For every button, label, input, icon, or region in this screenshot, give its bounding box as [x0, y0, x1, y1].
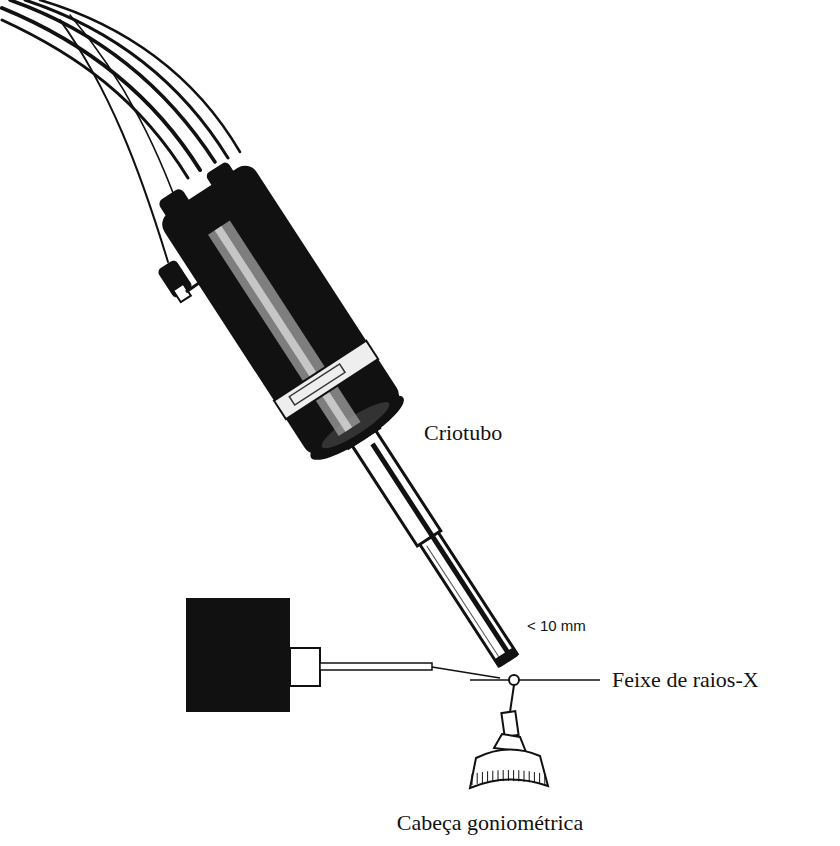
dial-tick	[477, 773, 478, 784]
dial-tick	[534, 772, 535, 783]
dial-tick	[508, 770, 509, 781]
dial-tick	[524, 771, 525, 782]
xray-beam	[470, 679, 600, 681]
dial-tick	[482, 772, 483, 783]
part-label: Feixe de raios-X	[612, 667, 759, 692]
dimension-label: < 10 mm	[527, 617, 586, 634]
dial-tick	[529, 771, 530, 782]
part-label: Cabeça goniométrica	[397, 810, 583, 835]
dial-tick	[487, 771, 488, 782]
dial-tick	[544, 774, 545, 785]
dial-tick	[492, 771, 493, 782]
goniometer-head	[470, 685, 548, 788]
dial-tick	[498, 770, 499, 781]
dial-tick	[518, 770, 519, 781]
crystal	[509, 675, 519, 685]
part-label: Criotubo	[424, 420, 502, 445]
dial-tick	[472, 774, 473, 785]
dial-tick	[513, 770, 514, 781]
sample-box	[186, 598, 500, 712]
dial-tick	[539, 773, 540, 784]
dial-tick	[503, 770, 504, 781]
